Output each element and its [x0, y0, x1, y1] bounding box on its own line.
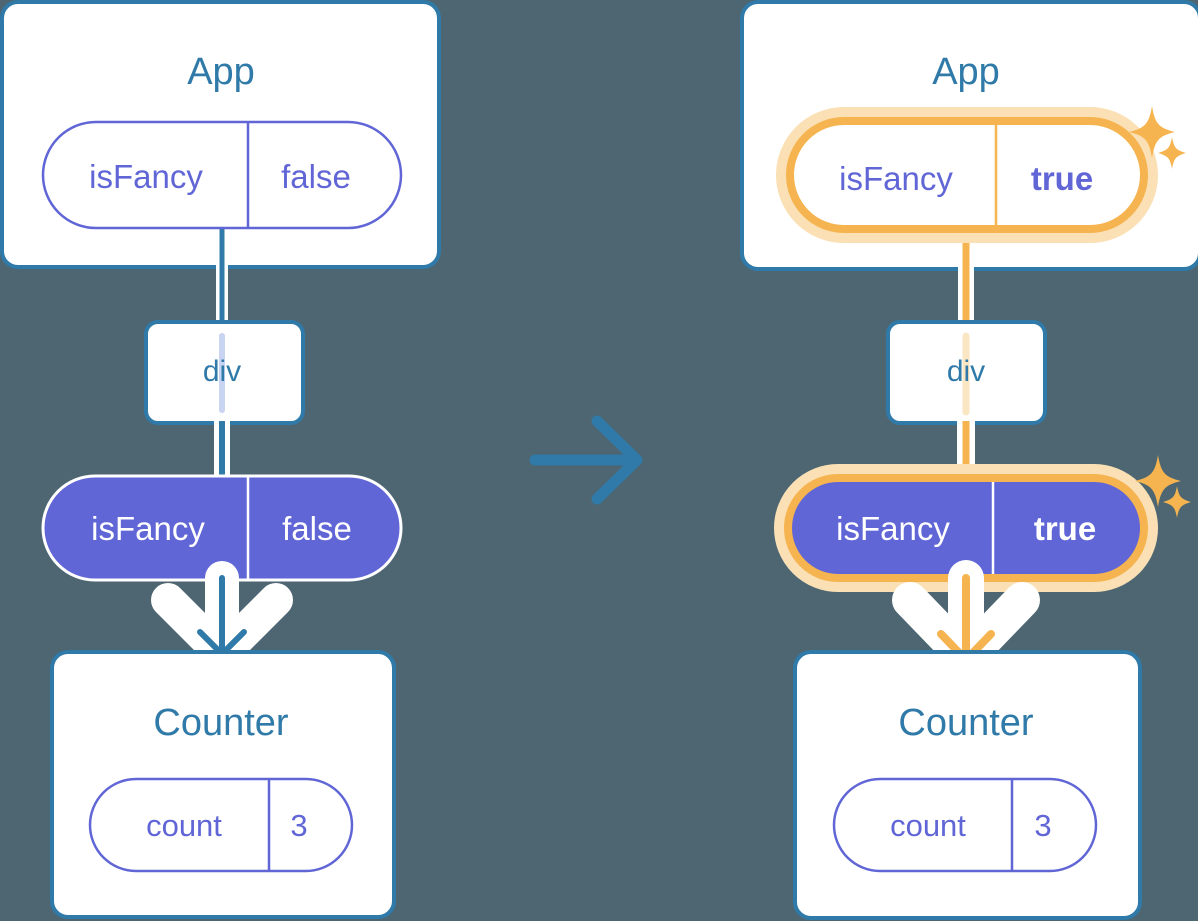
left-counter-card [50, 650, 396, 919]
left-app-state-pill [41, 120, 403, 230]
sparkle-large-top-shape [1129, 106, 1175, 158]
right-counter-state-pill-shape [832, 777, 1098, 873]
sparkle-small-top-shape [1158, 137, 1186, 169]
left-app-state-pill-shape [41, 120, 403, 230]
left-counter-state-pill-shape [88, 777, 354, 873]
sparkle-small-mid-shape [1163, 486, 1191, 518]
sparkle-small-icon-mid [1163, 486, 1191, 518]
right-app-state-pill-shape [786, 117, 1148, 233]
sparkle-large-mid-shape [1135, 455, 1181, 507]
right-app-state-pill [776, 107, 1158, 243]
sparkle-small-icon-top [1158, 137, 1186, 169]
transition-arrow-right-icon [529, 415, 643, 505]
sparkle-large-icon-top [1129, 106, 1175, 158]
sparkle-large-icon-mid [1135, 455, 1181, 507]
right-div-box [886, 320, 1047, 425]
right-counter-card [793, 650, 1142, 920]
right-app-state-pill-glow [776, 107, 1158, 243]
transition-arrow-path [529, 415, 643, 505]
